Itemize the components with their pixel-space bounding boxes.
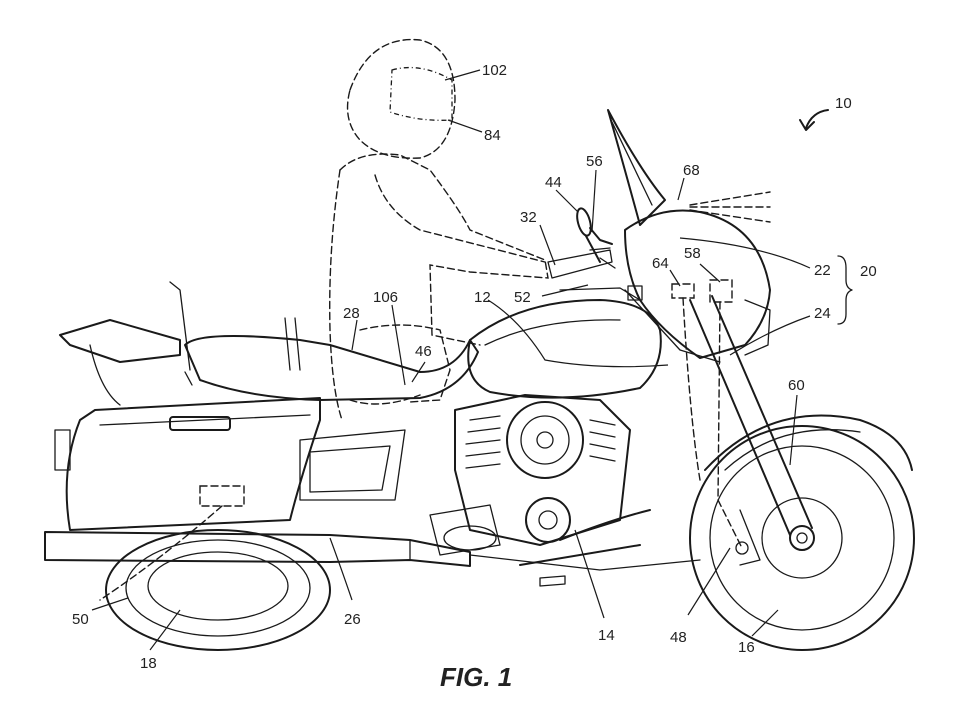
leader-lines — [91, 69, 811, 651]
ref-106: 106 — [373, 289, 398, 306]
ref-60: 60 — [788, 377, 805, 394]
front-wheel — [689, 414, 915, 651]
ref-28: 28 — [343, 305, 360, 322]
front-fork — [689, 295, 813, 566]
ref-84: 84 — [484, 127, 501, 144]
fuel-tank — [467, 285, 662, 399]
ref-20: 20 — [860, 263, 877, 280]
fairing — [607, 109, 771, 363]
ref-64: 64 — [652, 255, 669, 272]
ref-68: 68 — [683, 162, 700, 179]
light-beam — [689, 191, 771, 223]
ref-24: 24 — [814, 305, 831, 322]
component-boxes — [99, 279, 743, 601]
ref-48: 48 — [670, 629, 687, 646]
ref-10: 10 — [835, 95, 852, 112]
ref-22: 22 — [814, 262, 831, 279]
handlebar — [547, 207, 616, 279]
ref-26: 26 — [344, 611, 361, 628]
saddlebag — [54, 397, 406, 531]
exhaust — [44, 531, 701, 587]
ref-56: 56 — [586, 153, 603, 170]
ref-32: 32 — [520, 209, 537, 226]
arrow-10 — [799, 109, 829, 131]
ref-18: 18 — [140, 655, 157, 672]
ref-14: 14 — [598, 627, 615, 644]
ref-16: 16 — [738, 639, 755, 656]
ref-102: 102 — [482, 62, 507, 79]
ref-52: 52 — [514, 289, 531, 306]
reference-labels: 10 102 84 56 44 68 32 22 20 58 64 52 12 … — [72, 62, 877, 672]
frame-and-seat — [59, 281, 651, 566]
ref-46: 46 — [415, 343, 432, 360]
rider — [329, 38, 549, 421]
figure-caption: FIG. 1 — [440, 662, 512, 692]
ref-58: 58 — [684, 245, 701, 262]
ref-12: 12 — [474, 289, 491, 306]
ref-50: 50 — [72, 611, 89, 628]
engine — [429, 394, 631, 556]
bracket-20 — [837, 255, 853, 325]
rear-wheel — [105, 529, 331, 651]
ref-44: 44 — [545, 174, 562, 191]
